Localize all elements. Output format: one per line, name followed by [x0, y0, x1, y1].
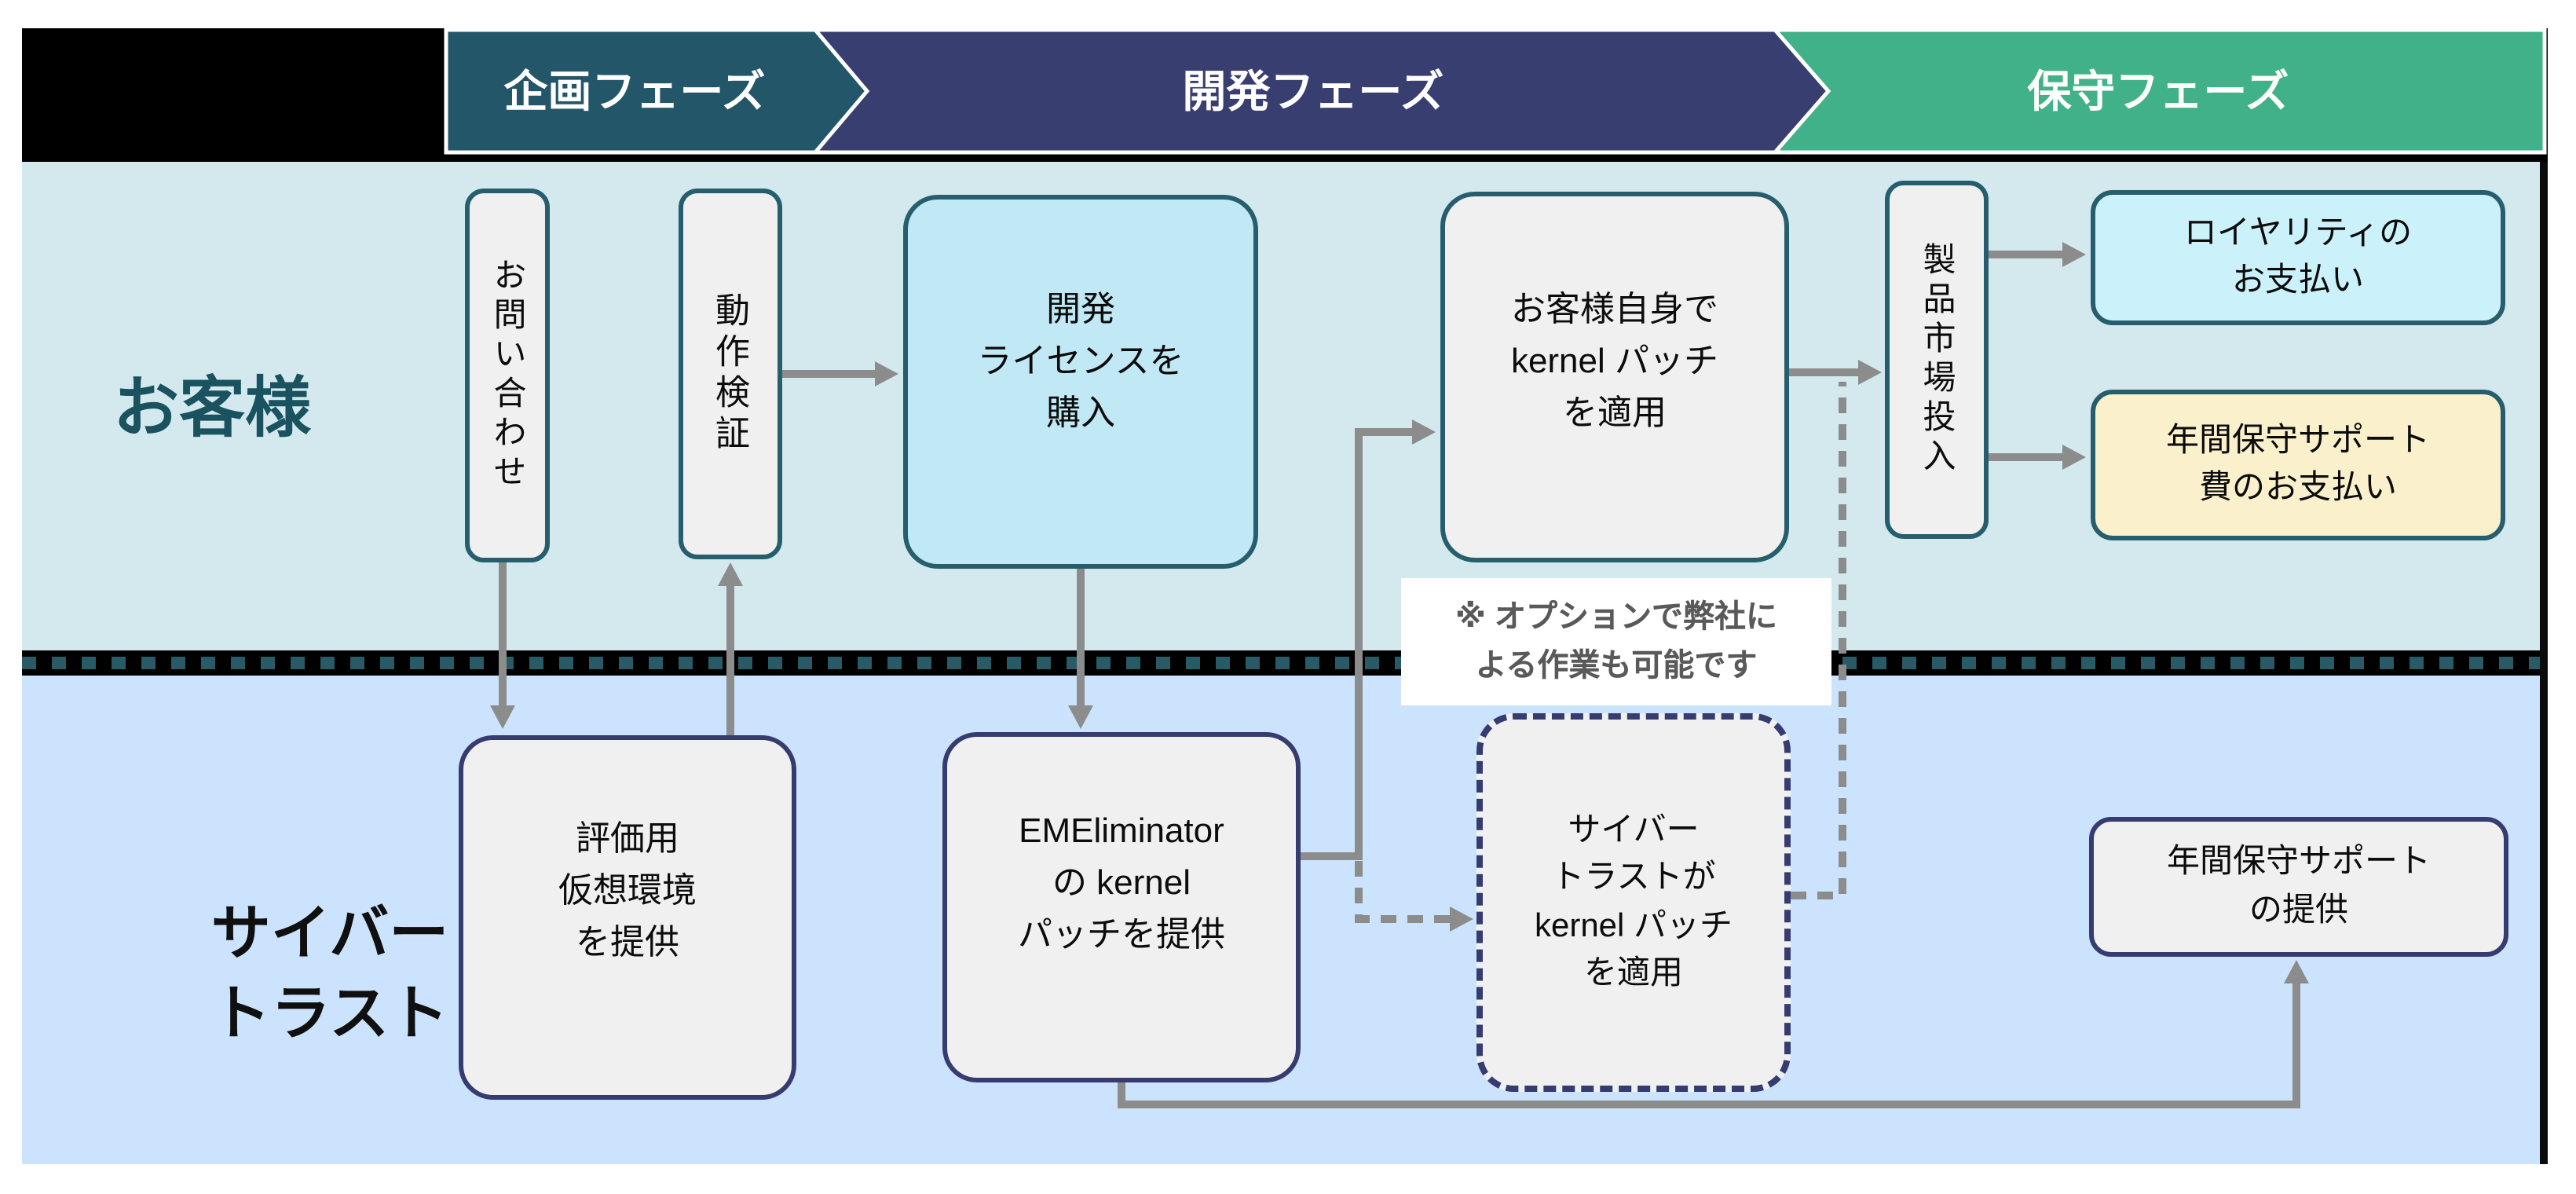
cybertrust-lane-label: サイバー トラスト — [210, 901, 449, 1048]
customer-lane-label: お客様 — [112, 370, 311, 445]
development-phase-label: 開発フェーズ — [1182, 67, 1444, 116]
buy-license-box: 開発 ライセンスを 購入 — [903, 195, 1258, 569]
lane-separator-dashes — [22, 657, 2548, 669]
verification-box: 動作検証 — [679, 189, 782, 559]
verification-label: 動作検証 — [711, 292, 750, 456]
option-note: ※ オプションで弊社に よる作業も可能です — [1401, 578, 1831, 705]
lane-separator — [22, 650, 2548, 676]
annual-support-box: 年間保守サポート の提供 — [2089, 817, 2508, 957]
eme-kernel-patch-box: EMEliminator の kernel パッチを提供 — [942, 732, 1301, 1082]
diagram-right-border — [2540, 162, 2548, 1164]
planning-phase-label: 企画フェーズ — [503, 67, 765, 116]
annual-support-fee-box: 年間保守サポート 費のお支払い — [2091, 390, 2505, 540]
maintenance-phase-label: 保守フェーズ — [2027, 67, 2289, 116]
customer-patch-box: お客様自身で kernel パッチ を適用 — [1440, 192, 1789, 562]
royalty-payment-box: ロイヤリティの お支払い — [2091, 190, 2505, 325]
cybertrust-patch-box: サイバー トラストが kernel パッチ を適用 — [1476, 713, 1791, 1092]
market-launch-label: 製品市場投入 — [1919, 242, 1956, 478]
eval-env-box: 評価用 仮想環境 を提供 — [459, 735, 796, 1100]
inquiry-label: お問い合わせ — [489, 258, 526, 493]
planning-phase-chevron — [444, 27, 870, 155]
inquiry-box: お問い合わせ — [465, 189, 550, 562]
market-launch-box: 製品市場投入 — [1885, 181, 1989, 539]
